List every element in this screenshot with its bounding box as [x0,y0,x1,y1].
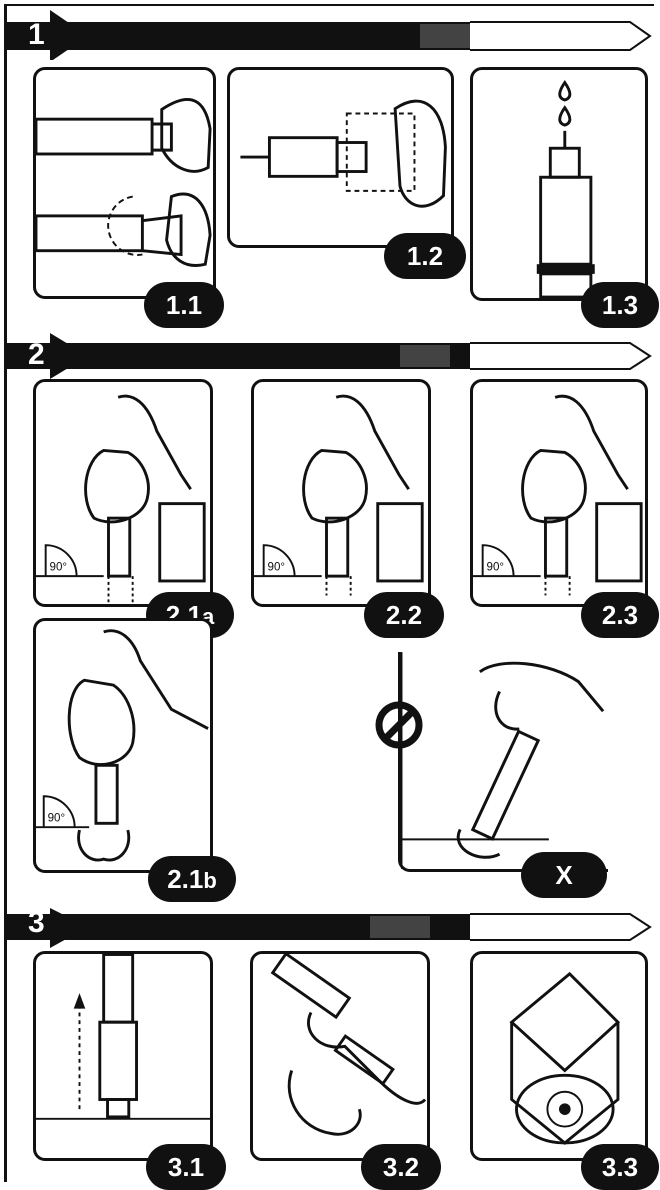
panel-incorrect-angle: X [398,652,608,872]
panel-step-3-1: 3.1 [33,951,213,1161]
hand-icon [69,680,134,764]
prime-pen-illustration [473,70,645,298]
drop-icon [560,108,570,125]
angle-label: 90° [48,811,66,824]
step-badge-x: X [521,852,607,898]
angle-label: 90° [50,560,68,573]
prohibited-icon [374,700,424,750]
drop-icon [560,83,570,100]
section-1-header: 1 [0,10,660,60]
hand-icon [308,1013,425,1104]
step-badge-3-1: 3.1 [146,1144,226,1190]
angle-label: 90° [487,561,505,573]
section-number: 1 [28,18,45,52]
panel-step-1-1: 1.1 [33,67,216,299]
section-number: 2 [28,338,45,372]
inject-90-degree-illustration: 90° [473,382,645,604]
step-badge-1-1: 1.1 [144,282,224,328]
step-badge-1-3: 1.3 [581,282,659,328]
incorrect-angle-illustration [401,652,608,869]
hand-icon [304,450,367,521]
pen-icon [473,731,538,838]
section-number: 3 [28,906,45,940]
recap-pen-illustration [473,954,645,1158]
step-badge-2-1b: 2.1b [148,856,236,902]
panel-step-3-3: 3.3 [470,951,648,1161]
withdraw-pen-illustration [36,954,210,1158]
needle-attach-illustration [230,70,451,245]
remove-needle-illustration [253,954,427,1158]
section-2-header: 2 [0,333,660,383]
arrow-bar-icon [0,333,660,383]
step-badge-2-2: 2.2 [364,592,444,638]
angle-label: 90° [268,560,286,573]
hand-icon [395,101,445,206]
step-badge-2-3: 2.3 [581,592,659,638]
pen-icon [104,955,133,1023]
panel-step-2-1b: 90° 2.1b [33,618,213,873]
hand-icon [523,450,586,521]
pen-icon [545,518,566,576]
hand-icon [480,663,603,711]
pen-icon [109,518,130,576]
panel-step-2-1a: 90° 2.1a [33,379,213,607]
step-badge-1-2: 1.2 [384,233,466,279]
step-badge-3-3: 3.3 [581,1144,659,1190]
hand-icon [162,99,210,171]
inject-90-degree-illustration: 90° [36,382,210,604]
pen-icon [96,765,117,823]
pen-icon [512,974,618,1071]
panel-step-2-2: 90° 2.2 [251,379,431,607]
inject-90-degree-illustration: 90° [254,382,428,604]
pen-icon [327,518,348,576]
needle-icon [335,1036,392,1084]
inject-pinch-illustration: 90° [36,621,210,870]
panel-step-2-3: 90° 2.3 [470,379,648,607]
hand-icon [79,830,129,860]
step-badge-3-2: 3.2 [361,1144,441,1190]
hand-icon [86,450,149,521]
pen-icon [273,954,350,1017]
panel-step-3-2: 3.2 [250,951,430,1161]
panel-step-1-3: 1.3 [470,67,648,301]
arrow-bar-icon [0,10,660,60]
pen-cap-removal-illustration [36,70,213,296]
panel-step-1-2: 1.2 [227,67,454,248]
